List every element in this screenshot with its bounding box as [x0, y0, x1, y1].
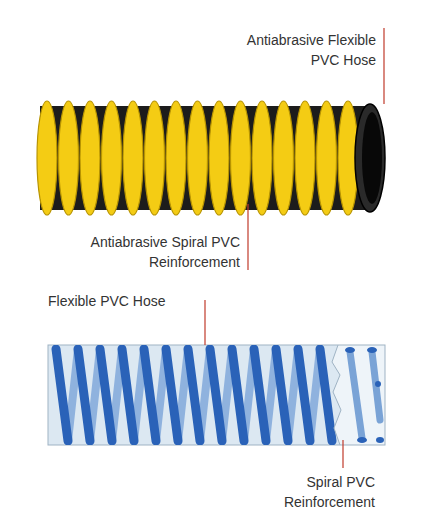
- ring: [252, 101, 272, 215]
- ring: [59, 101, 79, 215]
- part-label: Antiabrasive Spiral PVC Reinforcement: [90, 232, 240, 272]
- ring: [188, 101, 208, 215]
- coil-strand: [56, 349, 332, 441]
- spiral-coils: [56, 345, 385, 445]
- coil-cut: [350, 352, 380, 438]
- hose-bore: [362, 112, 382, 204]
- ring: [37, 101, 57, 215]
- coil-front: [56, 349, 332, 441]
- part-label: Flexible PVC Hose: [48, 291, 198, 311]
- antiabrasive-hose: [37, 101, 385, 215]
- ring: [123, 101, 143, 215]
- coil-section: [367, 347, 377, 353]
- ring: [274, 101, 294, 215]
- hose-body: [48, 345, 385, 445]
- ring: [295, 101, 315, 215]
- ring: [231, 101, 251, 215]
- coil-strand: [350, 352, 380, 438]
- coil-section: [357, 437, 367, 443]
- part-label: Spiral PVC Reinforcement: [263, 472, 375, 512]
- ring: [102, 101, 122, 215]
- leader-line: [204, 300, 205, 345]
- coil-section: [345, 347, 355, 353]
- cutaway: [332, 345, 385, 445]
- part-label: Antiabrasive Flexible PVC Hose: [226, 30, 376, 70]
- ring: [209, 101, 229, 215]
- ring: [317, 101, 337, 215]
- coil-section: [376, 437, 384, 443]
- leader-line: [247, 204, 248, 270]
- ring: [80, 101, 100, 215]
- coil-section: [375, 381, 381, 387]
- flexible-hose: [48, 345, 385, 445]
- ring: [166, 101, 186, 215]
- coil-sections: [345, 347, 384, 443]
- yellow-rings: [37, 101, 358, 215]
- hose-end: [355, 104, 385, 212]
- leader-line: [383, 28, 384, 104]
- ring: [145, 101, 165, 215]
- leader-line: [342, 440, 343, 468]
